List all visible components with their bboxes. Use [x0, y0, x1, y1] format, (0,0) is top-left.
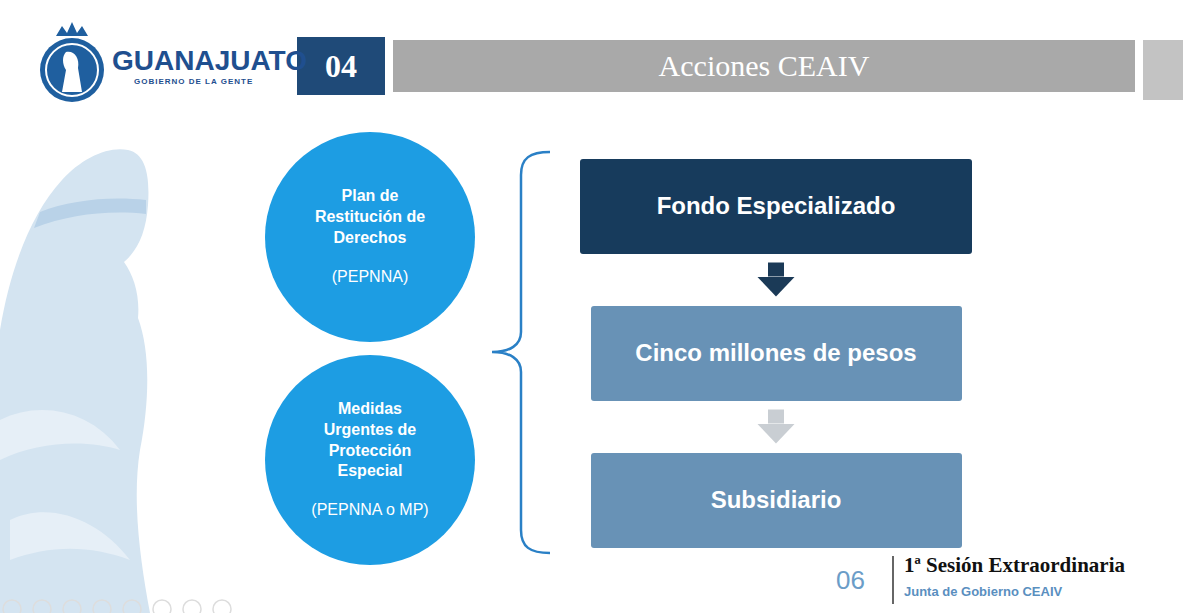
circle-note: (PEPNNA)	[332, 267, 408, 288]
brand-tagline: GOBIERNO DE LA GENTE	[134, 77, 253, 86]
board-name: Junta de Gobierno CEAIV	[904, 584, 1062, 599]
page-number: 06	[836, 565, 865, 596]
circle-fill	[265, 355, 475, 565]
circle-note: (PEPNNA o MP)	[311, 500, 428, 521]
nav-dot	[153, 600, 171, 613]
nav-dot	[63, 600, 81, 613]
footer-divider	[892, 556, 894, 604]
type-box: Subsidiario	[591, 453, 962, 548]
circle-node: Medidas Urgentes de Protección Especial (…	[265, 355, 475, 565]
curly-brace	[492, 152, 550, 553]
box-text: Fondo Especializado	[657, 190, 896, 221]
nav-dots	[3, 600, 231, 613]
nav-dot	[213, 600, 231, 613]
flow-arrow	[768, 410, 784, 424]
brand-name: GUANAJUATO	[112, 45, 307, 77]
flow-arrow	[768, 263, 784, 277]
nav-dot	[183, 600, 201, 613]
nav-dot	[123, 600, 141, 613]
circle-fill	[265, 132, 475, 342]
amount-box: Cinco millones de pesos	[591, 306, 962, 401]
circle-shape	[265, 355, 475, 565]
nav-dot	[33, 600, 51, 613]
session-name: 1ª Sesión Extraordinaria	[904, 553, 1125, 578]
section-number: 04	[297, 37, 385, 95]
nav-dot	[3, 600, 21, 613]
box-text: Subsidiario	[711, 484, 842, 515]
title-bar	[393, 40, 1135, 92]
slide-title: Acciones CEAIV	[393, 40, 1135, 92]
circle-node: Plan de Restitución de Derechos (PEPNNA)	[265, 132, 475, 342]
circle-heading: Medidas Urgentes de Protección Especial	[315, 399, 425, 482]
corner-square	[1143, 40, 1183, 100]
section-number-box	[297, 37, 385, 95]
fund-box: Fondo Especializado	[580, 159, 972, 254]
statue-watermark	[0, 149, 150, 613]
circle-heading: Plan de Restitución de Derechos	[305, 186, 435, 248]
logo-shield	[40, 22, 104, 102]
nav-dot	[93, 600, 111, 613]
box-text: Cinco millones de pesos	[635, 337, 916, 368]
